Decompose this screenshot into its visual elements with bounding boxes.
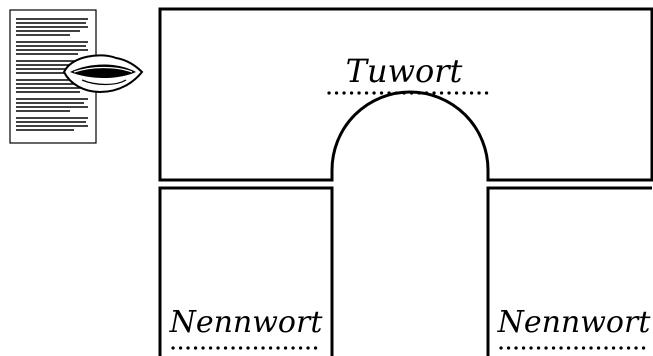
- label-bottom-left: Nennwort: [169, 305, 324, 340]
- label-bottom-right: Nennwort: [497, 305, 652, 340]
- gate-frame: [160, 9, 652, 180]
- label-top: Tuwort: [346, 52, 463, 90]
